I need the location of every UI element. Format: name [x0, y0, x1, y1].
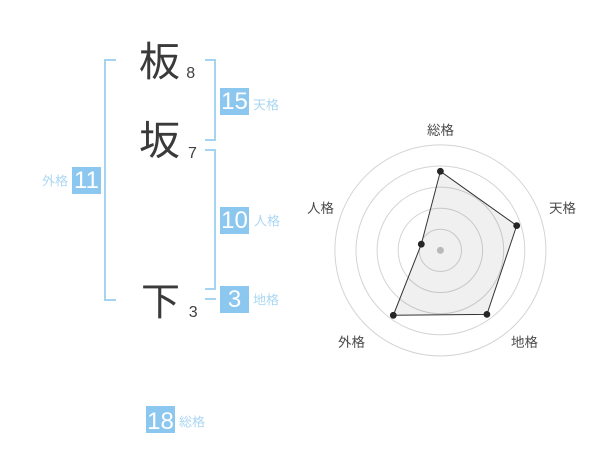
- soukaku-label: [179, 415, 206, 428]
- radar-center-dot: [436, 246, 444, 254]
- radar-axis-label-jinkaku: [306, 201, 334, 215]
- radar-ring-2: [397, 207, 484, 294]
- radar-vertex-dot: [389, 311, 397, 319]
- gaikaku-value-badge: 11: [72, 166, 101, 194]
- radar-grid-rings: [334, 144, 547, 357]
- jinkaku-value-badge: 10: [220, 207, 249, 234]
- soukaku-value-badge: 18: [146, 405, 175, 435]
- given-kanji-1-stroke-count: 3: [188, 303, 198, 321]
- surname-kanji-1: [139, 41, 179, 80]
- gaikaku-label: [42, 174, 68, 187]
- radar-axis-label-tenkaku: [549, 201, 576, 214]
- radar-axis-label-chikaku: [511, 335, 538, 348]
- tenkaku-label: [253, 98, 280, 111]
- surname-kanji-2-stroke-count: 7: [188, 144, 197, 162]
- radar-vertex-dot: [417, 240, 425, 248]
- radar-polygon: [392, 170, 518, 316]
- radar-vertex-dot: [483, 311, 491, 318]
- radar-chart-svg: [334, 144, 547, 357]
- radar-vertex-dot: [437, 167, 444, 175]
- jinkaku-label: [254, 214, 280, 227]
- given-kanji-1: [142, 285, 178, 319]
- surname-kanji-2: [139, 120, 179, 159]
- chikaku-tick: [204, 298, 216, 301]
- chikaku-value-badge: 3: [220, 286, 249, 313]
- tenkaku-value-badge: 15: [220, 88, 249, 115]
- tenkaku-bracket: [205, 59, 216, 141]
- radar-vertex-dot: [513, 222, 521, 230]
- radar-vertex-dots: [389, 167, 521, 319]
- gaikaku-bracket: [104, 59, 116, 301]
- radar-axis-label-gaikaku: [338, 335, 365, 349]
- jinkaku-bracket: [205, 149, 216, 290]
- radar-ring-3: [376, 186, 505, 315]
- radar-ring-4: [355, 165, 526, 336]
- chikaku-label: [253, 293, 280, 306]
- radar-axis-label-soukaku: [427, 123, 454, 136]
- surname-kanji-1-stroke-count: 8: [186, 65, 196, 83]
- radar-ring-5: [334, 144, 547, 357]
